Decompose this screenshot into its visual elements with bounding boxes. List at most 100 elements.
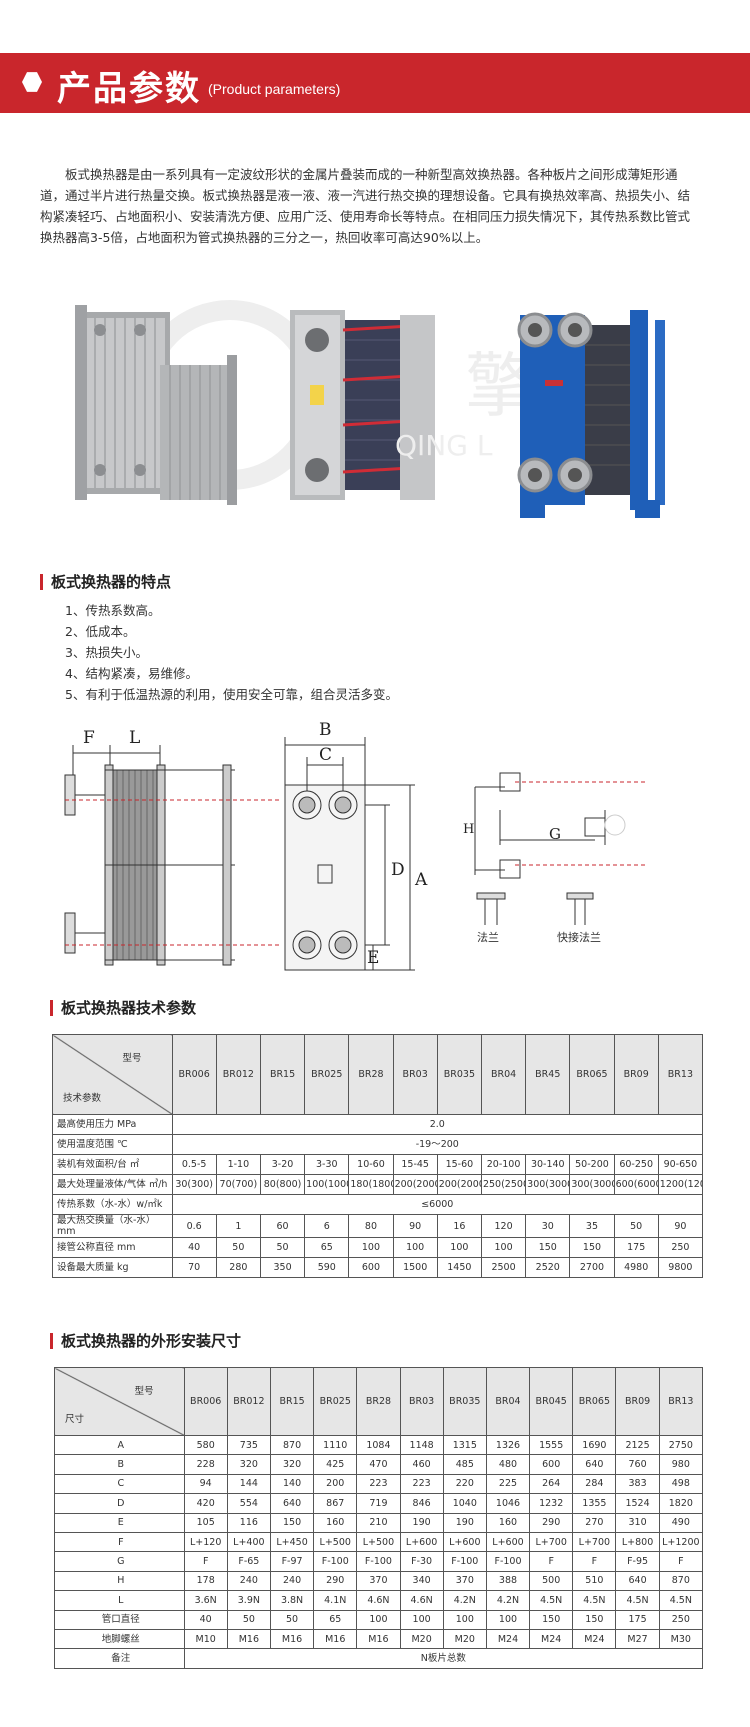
value-cell: 40 — [171, 1237, 217, 1258]
dimension-drawing: F L B C D A E H G 法兰 快接法兰 — [64, 720, 645, 971]
row-label-cell: F — [54, 1531, 185, 1553]
value-cell: M16 — [269, 1628, 315, 1650]
value-cell: 1555 — [529, 1434, 574, 1456]
model-header-cell: BR006 — [171, 1034, 217, 1115]
value-cell: 60 — [259, 1214, 306, 1238]
value-cell: 80 — [348, 1214, 394, 1238]
value-cell: 280 — [215, 1257, 261, 1278]
value-cell: 3-20 — [259, 1154, 306, 1175]
value-cell: M16 — [313, 1628, 358, 1650]
model-header-cell: BR025 — [304, 1034, 350, 1115]
model-header-cell: BR035 — [442, 1367, 487, 1436]
value-cell: F-95 — [615, 1551, 660, 1572]
value-cell: 65 — [313, 1609, 358, 1630]
value-cell: 350 — [259, 1257, 306, 1278]
value-cell: 580 — [183, 1434, 228, 1456]
value-cell: M16 — [356, 1628, 401, 1650]
value-cell: 223 — [356, 1473, 401, 1495]
value-cell: F-100 — [313, 1551, 358, 1572]
value-cell: 0.6 — [171, 1214, 217, 1238]
value-cell: 100 — [392, 1237, 438, 1258]
value-cell: M24 — [572, 1628, 617, 1650]
value-cell: 980 — [658, 1454, 704, 1475]
value-cell: 228 — [183, 1454, 228, 1475]
value-cell: 210 — [356, 1512, 401, 1533]
value-cell: 80(800) — [259, 1174, 306, 1195]
value-cell: 10-60 — [348, 1154, 394, 1175]
row-label-cell: 地脚螺丝 — [54, 1628, 185, 1650]
value-cell: L+500 — [356, 1531, 401, 1553]
value-cell: 116 — [226, 1512, 271, 1533]
model-header-cell: BR15 — [269, 1367, 315, 1436]
row-label-cell: L — [54, 1590, 185, 1611]
value-cell: 870 — [658, 1570, 704, 1592]
value-cell: 420 — [183, 1493, 228, 1514]
value-cell: F-100 — [356, 1551, 401, 1572]
value-cell: 223 — [399, 1473, 444, 1495]
value-cell: 1690 — [572, 1434, 617, 1456]
value-cell: M16 — [226, 1628, 271, 1650]
value-cell: 600(6000) — [613, 1174, 659, 1195]
value-cell: 40 — [183, 1609, 228, 1630]
row-label-cell: G — [54, 1551, 185, 1572]
value-cell: 3-30 — [304, 1154, 350, 1175]
row-label-cell: 装机有效面积/台 ㎡ — [52, 1154, 173, 1175]
value-cell: 554 — [226, 1493, 271, 1514]
value-cell: 100 — [399, 1609, 444, 1630]
model-header-cell: BR065 — [572, 1367, 617, 1436]
value-cell: F-97 — [269, 1551, 315, 1572]
value-cell: 160 — [313, 1512, 358, 1533]
value-cell: 4.6N — [356, 1590, 401, 1611]
value-cell: 1450 — [436, 1257, 482, 1278]
value-cell: 50 — [613, 1214, 659, 1238]
value-cell: 178 — [183, 1570, 228, 1592]
spanning-value-cell: 2.0 — [171, 1114, 704, 1135]
feature-item: 1、传热系数高。 — [65, 603, 161, 618]
value-cell: 846 — [399, 1493, 444, 1514]
value-cell: 50 — [215, 1237, 261, 1258]
row-label-cell: B — [54, 1454, 185, 1475]
section-banner: 产品参数 (Product parameters) — [0, 53, 750, 113]
value-cell: 250(2500) — [480, 1174, 527, 1195]
feature-item: 2、低成本。 — [65, 624, 136, 639]
model-header-cell: BR065 — [569, 1034, 615, 1115]
table-row: 使用温度范围 ℃-19～200 — [52, 1134, 704, 1155]
value-cell: 1524 — [615, 1493, 660, 1514]
value-cell: 1040 — [442, 1493, 487, 1514]
table-row: 传热系数（水-水）w/㎡k≤6000 — [52, 1194, 704, 1215]
value-cell: 719 — [356, 1493, 401, 1514]
value-cell: 175 — [613, 1237, 659, 1258]
value-cell: 1 — [215, 1214, 261, 1238]
row-label-cell: D — [54, 1493, 185, 1514]
spanning-value-cell: N板片总数 — [183, 1648, 704, 1669]
value-cell: 1200(12000) — [657, 1174, 704, 1195]
row-label-cell: 传热系数（水-水）w/㎡k — [52, 1194, 173, 1215]
value-cell: 4.1N — [313, 1590, 358, 1611]
value-cell: 150 — [572, 1609, 617, 1630]
value-cell: M24 — [485, 1628, 531, 1650]
value-cell: L+1200 — [658, 1531, 704, 1553]
value-cell: L+700 — [572, 1531, 617, 1553]
value-cell: 65 — [304, 1237, 350, 1258]
value-cell: L+600 — [485, 1531, 531, 1553]
value-cell: 100 — [348, 1237, 394, 1258]
value-cell: 30(300) — [171, 1174, 217, 1195]
value-cell: 6 — [304, 1214, 350, 1238]
dim-label-A: A — [414, 870, 428, 890]
value-cell: L+600 — [442, 1531, 487, 1553]
value-cell: 3.9N — [226, 1590, 271, 1611]
value-cell: 105 — [183, 1512, 228, 1533]
dim-label-D: D — [391, 860, 405, 880]
value-cell: 300(3000) — [569, 1174, 615, 1195]
value-cell: 300(3000) — [525, 1174, 571, 1195]
row-label-cell: H — [54, 1570, 185, 1592]
value-cell: F-100 — [442, 1551, 487, 1572]
value-cell: 70 — [171, 1257, 217, 1278]
corner-top-label: 型号 — [134, 1386, 154, 1397]
model-header-cell: BR025 — [313, 1367, 358, 1436]
